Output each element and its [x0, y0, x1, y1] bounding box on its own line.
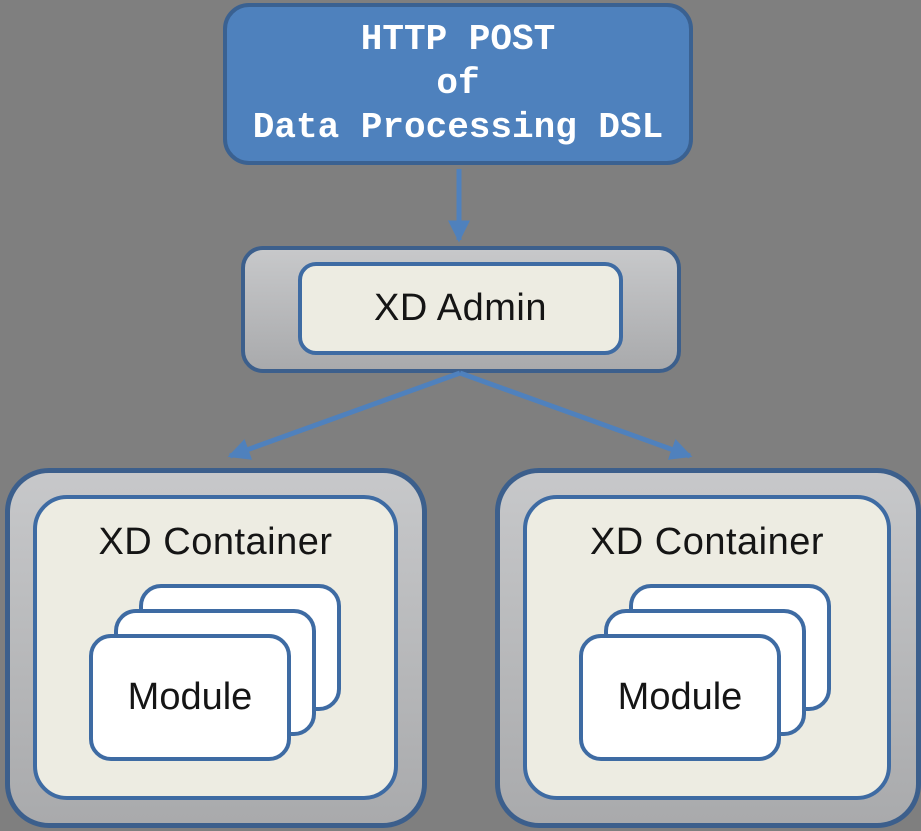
node-xd-admin-group: XD Admin: [241, 246, 681, 373]
http-post-line-1: HTTP POST: [360, 19, 556, 60]
node-xd-container-left: XD Container Module Module Module: [5, 468, 427, 828]
node-http-post: HTTP POST of Data Processing DSL: [223, 3, 693, 165]
node-xd-container-right: XD Container Module Module Module: [495, 468, 921, 828]
module-label: Module: [617, 676, 743, 718]
xd-admin-label: XD Admin: [374, 287, 547, 329]
xd-container-right-label: XD Container: [589, 521, 825, 563]
module-card-front: Module: [579, 634, 781, 761]
arrow-admin-to-right-container: [459, 370, 693, 460]
node-xd-admin: XD Admin: [298, 262, 623, 355]
xd-container-left-label: XD Container: [98, 521, 333, 563]
xd-container-left-inner: XD Container Module Module Module: [33, 495, 398, 800]
http-post-line-3: Data Processing DSL: [252, 107, 664, 148]
module-label: Module: [127, 676, 253, 718]
module-card-front: Module: [89, 634, 291, 761]
arrow-admin-to-left-container: [227, 370, 461, 460]
xd-container-right-inner: XD Container Module Module Module: [523, 495, 891, 800]
http-post-line-2: of: [436, 63, 480, 104]
